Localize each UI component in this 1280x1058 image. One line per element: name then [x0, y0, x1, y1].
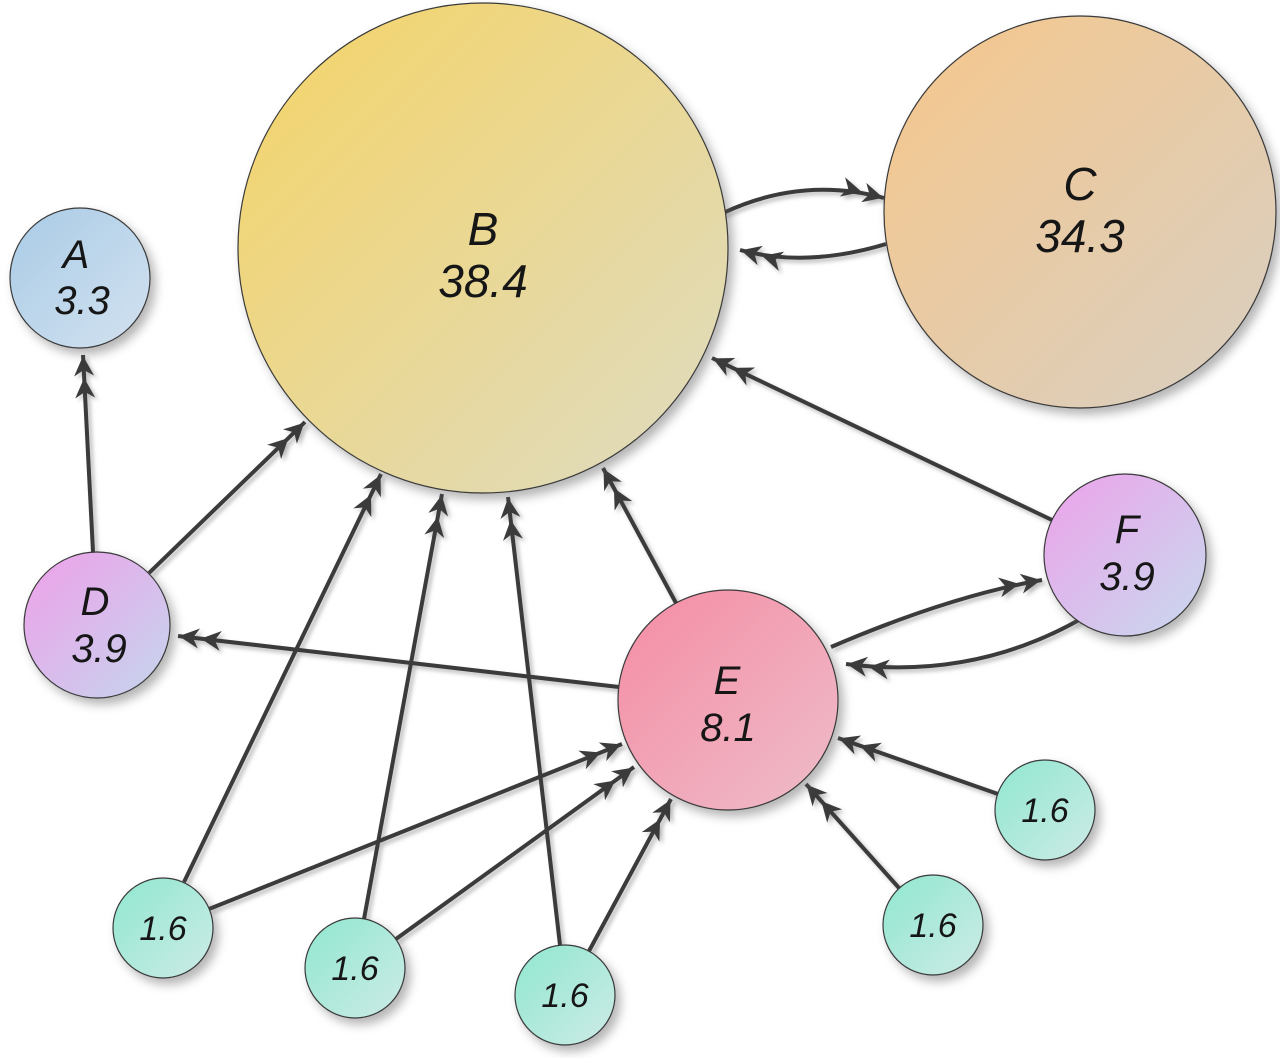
node-E-label: E: [714, 659, 742, 703]
node-E: E 8.1: [617, 589, 839, 811]
edge-m3-to-b: [500, 496, 562, 946]
edge-f-to-b: [711, 356, 1053, 522]
node-m2: 1.6: [304, 917, 406, 1019]
node-m5: 1.6: [994, 759, 1096, 861]
edge-b-to-c: [722, 177, 885, 215]
node-C-circle: [883, 15, 1277, 409]
node-E-circle: [617, 589, 839, 811]
edges-layer: [74, 177, 1080, 952]
edge-e-to-b: [601, 467, 678, 604]
edge-m3-to-e: [587, 798, 673, 952]
node-m1-value: 1.6: [139, 910, 186, 948]
node-F: F 3.9: [1043, 473, 1207, 637]
edge-m1-to-e: [208, 742, 623, 911]
node-C-value: 34.3: [1035, 210, 1125, 262]
node-D: D 3.9: [23, 551, 171, 699]
node-m1: 1.6: [112, 877, 214, 979]
node-B: B 38.4: [237, 2, 729, 494]
node-m2-circle: [304, 917, 406, 1019]
node-A-circle: [9, 207, 151, 349]
node-m1-circle: [112, 877, 214, 979]
node-D-value: 3.9: [71, 627, 127, 671]
node-A-value: 3.3: [54, 279, 110, 323]
edge-m1-to-b: [182, 473, 383, 883]
node-B-value: 38.4: [438, 255, 528, 307]
edge-m2-to-b: [362, 493, 449, 920]
node-m3-value: 1.6: [541, 977, 588, 1015]
node-A: A 3.3: [9, 207, 151, 349]
node-C-label: C: [1063, 158, 1097, 210]
nodes-layer: B 38.4 C 34.3 A 3.3 D 3.9 E 8.1 F 3.9: [9, 2, 1277, 1046]
node-B-label: B: [468, 203, 499, 255]
edge-m2-to-e: [394, 765, 636, 941]
edge-f-to-e: [845, 618, 1080, 680]
edge-m4-to-e: [804, 782, 901, 890]
node-D-circle: [23, 551, 171, 699]
node-C: C 34.3: [883, 15, 1277, 409]
node-m5-circle: [994, 759, 1096, 861]
edge-m5-to-e: [837, 735, 999, 796]
node-B-circle: [237, 2, 729, 494]
node-m4: 1.6: [882, 874, 984, 976]
node-A-label: A: [61, 233, 90, 277]
edge-c-to-b: [739, 242, 887, 271]
edge-d-to-b: [147, 420, 307, 575]
edge-d-to-a: [74, 354, 96, 553]
node-m2-value: 1.6: [331, 950, 378, 988]
node-m3: 1.6: [514, 944, 616, 1046]
node-D-label: D: [81, 580, 110, 624]
node-F-circle: [1043, 473, 1207, 637]
node-m3-circle: [514, 944, 616, 1046]
node-F-value: 3.9: [1099, 555, 1155, 599]
node-m4-value: 1.6: [909, 907, 956, 945]
node-m4-circle: [882, 874, 984, 976]
node-E-value: 8.1: [700, 706, 756, 750]
node-m5-value: 1.6: [1021, 792, 1068, 830]
edge-e-to-f: [830, 573, 1043, 649]
node-F-label: F: [1115, 508, 1142, 552]
edge-e-to-d: [177, 628, 620, 689]
